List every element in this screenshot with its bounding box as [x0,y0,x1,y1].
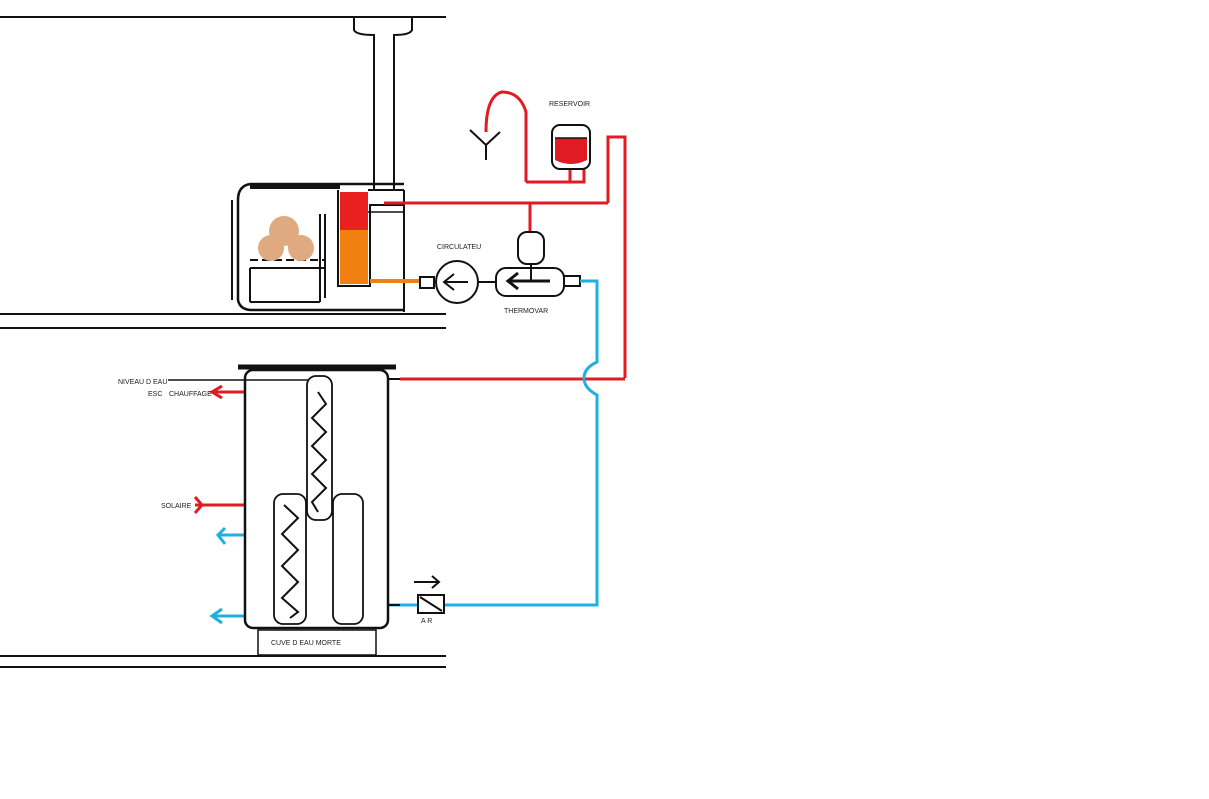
wood-log-icon [258,235,284,261]
thermovar-valve [495,231,581,297]
chimney-flue [353,17,413,191]
label-circulator: CIRCULATEU [437,244,481,251]
dead-water-tank [257,629,377,656]
boiler-warm-zone [340,230,368,284]
label-thermovar: THERMOVAR [504,308,548,315]
check-valve [414,575,445,614]
label-air: A R [421,618,432,625]
label-heating: CHAUFFAGE [169,391,212,398]
reservoir-tank [551,124,591,170]
label-dead-water-tank: CUVE D EAU MORTE [271,640,341,647]
label-water-level: NIVEAU D EAU [118,379,167,386]
solar-coil [280,504,300,619]
label-reservoir: RESERVOIR [549,101,590,108]
boiler-hot-zone [340,192,368,230]
storage-tank [168,364,400,656]
label-solar: SOLAIRE [161,503,192,510]
drain-tap-icon [469,129,501,160]
floor-lines [0,16,446,668]
wood-stove [231,182,420,312]
label-ecs: ESC [148,391,162,398]
circulator-pump [419,260,496,304]
wood-log-icon [288,235,314,261]
heating-coil [310,391,328,513]
